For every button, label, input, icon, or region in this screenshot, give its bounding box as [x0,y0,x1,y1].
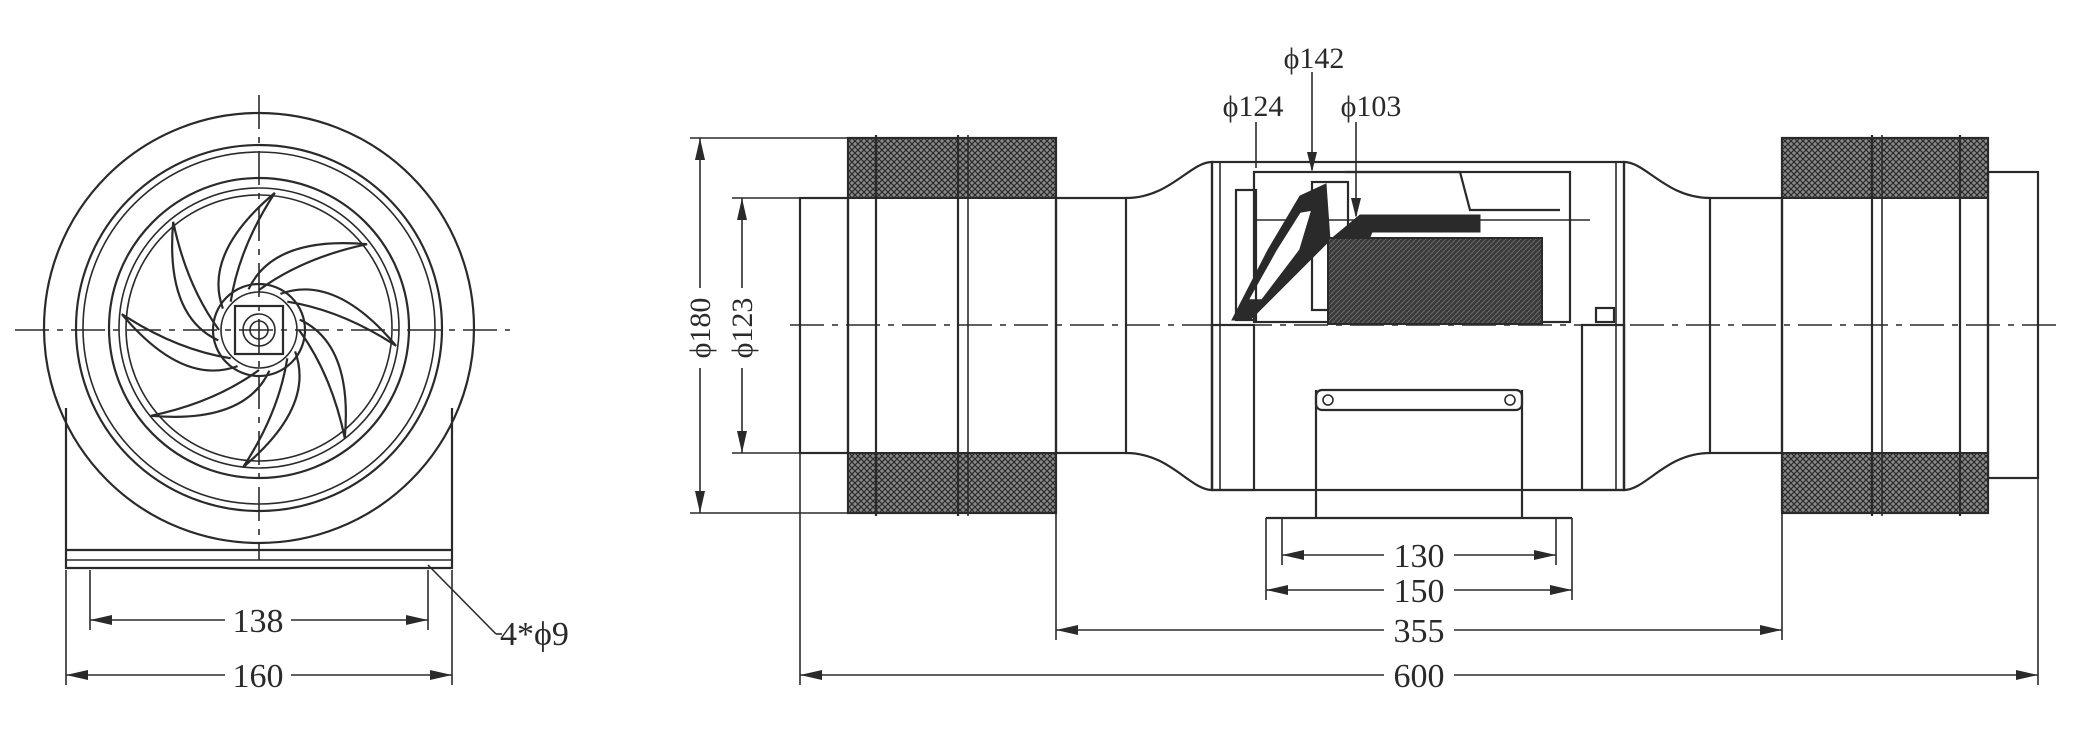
dim-130-arrow-right [1534,550,1556,560]
dim-160-arrow-right [430,670,452,680]
dim-150-arrow-left [1266,585,1288,595]
dim-103-arrow [1351,198,1361,218]
impeller-blade [280,288,397,347]
dim-600-arrow-left [800,670,822,680]
diffuser-profile [1345,170,1560,212]
dim-150-label-bg [1384,573,1454,607]
impeller-blade [298,318,347,439]
dim-138-arrow-left [90,615,112,625]
hub-outer-circle [211,282,307,378]
outlet-clamp-top [1781,137,1989,199]
flange-inner-circle [82,151,436,505]
terminal-screw-left [1322,394,1334,406]
center-housing [1210,160,1626,492]
dim-160-label: 160 [233,658,284,695]
mount-bracket-outline [64,408,454,570]
outlet-clamp-bottom [1781,452,1989,514]
impeller-blade [217,192,276,309]
impeller-blade [121,313,238,372]
dim-355-label-bg [1384,613,1454,647]
dim-600-arrow-right [2016,670,2038,680]
inlet-vane-ring [1234,188,1258,322]
inlet-tube [1054,196,1128,455]
dim-130-arrow-left [1282,550,1304,560]
dim-180-arrow-bottom [695,491,705,513]
inlet-bell [1125,160,1214,492]
duct-outer-circle [107,176,411,480]
outlet-bell [1622,160,1711,492]
housing-left-collar [1210,323,1256,492]
hub-square [233,304,285,356]
impeller-blade [171,221,220,342]
dim-123-arrow-bottom [737,431,747,453]
front-view: 138 160 4*ϕ9 [15,95,569,695]
dim-180-label: ϕ180 [684,298,717,359]
shaft-inner-circle [249,320,269,340]
housing-right-collar [1580,323,1626,492]
dim-355-arrow-right [1760,625,1782,635]
dim-180-arrow-top [695,138,705,160]
dim-600-label-bg [1384,658,1454,692]
dim-138-arrow-right [406,615,428,625]
dim-355-label: 355 [1394,613,1445,650]
dim-123-arrow-top [737,198,747,220]
inlet-clamp-bottom [847,452,1057,514]
holes-leader-line [427,564,497,635]
dim-160-arrow-left [66,670,88,680]
dim-142-label: ϕ142 [1284,42,1345,75]
dim-150-arrow-right [1550,585,1572,595]
impeller-blade [247,242,368,291]
dim-150-label: 150 [1394,573,1445,610]
dim-130-label-bg [1384,538,1454,572]
outlet-tube [1708,196,1784,455]
dim-124-label: ϕ124 [1223,90,1284,123]
impeller-blade [242,351,301,468]
impeller-blade [150,369,271,418]
terminal-box-top [1314,388,1524,412]
dim-123-label: ϕ123 [726,298,759,359]
dim-160-label-bg [225,655,291,691]
outer-housing-circle [42,111,476,545]
side-view: ϕ180 ϕ123 ϕ142 ϕ124 ϕ103 130 150 [682,42,2060,695]
terminal-box-sides [1314,390,1524,518]
terminal-screw-right [1504,394,1516,406]
dim-355-arrow-left [1056,625,1078,635]
duct-inner-circle [118,187,400,469]
impeller-ring-circle [125,194,393,462]
hub-inner-circle [220,291,298,369]
dim-600-label: 600 [1394,658,1445,695]
dim-103-label: ϕ103 [1341,90,1402,123]
inlet-clamp-top [847,137,1057,199]
dim-142-arrow [1307,152,1317,172]
impeller-blades [121,192,397,468]
dim-123-label-bg [724,288,760,368]
shaft-circle [242,313,276,347]
dim-130-label: 130 [1394,538,1445,575]
housing-clip [1594,306,1616,324]
dim-138-label: 138 [233,603,284,640]
dim-138-label-bg [225,600,291,636]
holes-label: 4*ϕ9 [500,616,569,653]
flange-circle [74,143,444,513]
motor-body [1327,237,1543,325]
dim-180-label-bg [682,288,718,368]
